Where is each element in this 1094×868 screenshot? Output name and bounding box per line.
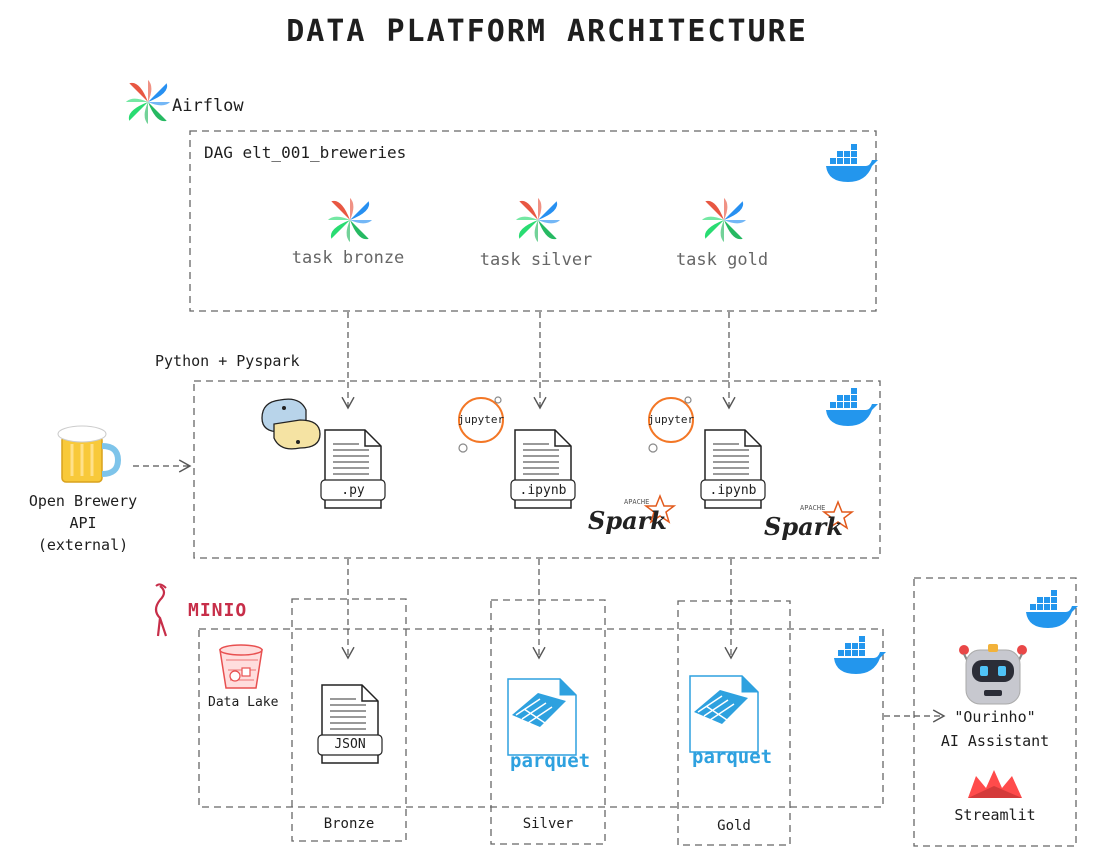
assistant-box [913, 577, 1077, 847]
jupyter-label-gold: jupyter [647, 413, 695, 426]
task-silver-icon [515, 197, 561, 243]
airflow-label: Airflow [172, 96, 244, 116]
diagram-title: DATA PLATFORM ARCHITECTURE [286, 14, 808, 49]
spark-label-gold: Spark [764, 512, 843, 541]
apache-label-gold: APACHE [800, 504, 826, 512]
minio-logo-icon [154, 583, 168, 637]
python-icon [261, 398, 321, 450]
task-gold-label: task gold [675, 250, 769, 270]
data-lake-label: Data Lake [208, 695, 279, 710]
source-line3: (external) [37, 536, 129, 554]
docker-icon-dag [826, 144, 878, 182]
spark-star-gold [821, 499, 855, 530]
py-file-label: .py [341, 483, 365, 498]
task-bronze-label: task bronze [291, 248, 405, 268]
ipynb-file-label-gold: .ipynb [709, 483, 757, 498]
assistant-name: "Ourinho" [954, 708, 1036, 726]
json-file-label: JSON [334, 737, 366, 752]
source-line2: API [69, 514, 97, 532]
storage-box [198, 628, 884, 808]
docker-icon-processing [826, 388, 878, 426]
docker-icon-storage [834, 636, 886, 674]
airflow-logo-icon [125, 79, 171, 125]
processing-label: Python + Pyspark [155, 352, 300, 370]
robot-icon [959, 644, 1027, 705]
spark-label-silver: Spark [588, 506, 667, 535]
silver-layer-label: Silver [522, 816, 574, 832]
dag-box [189, 130, 877, 312]
assistant-role: AI Assistant [940, 732, 1050, 750]
parquet-label-gold: parquet [692, 746, 773, 768]
beer-mug-icon [57, 425, 122, 483]
parquet-icon-silver [507, 678, 577, 756]
task-bronze-icon [327, 197, 373, 243]
ipynb-file-label-silver: .ipynb [519, 483, 567, 498]
apache-label-silver: APACHE [624, 498, 650, 506]
streamlit-icon [968, 770, 1022, 798]
parquet-label-silver: parquet [510, 750, 591, 772]
task-silver-label: task silver [479, 250, 593, 270]
bronze-layer-label: Bronze [323, 816, 375, 832]
processing-box [193, 380, 881, 559]
dag-label: DAG elt_001_breweries [204, 143, 407, 162]
bronze-layer-box [291, 598, 407, 842]
jupyter-label-silver: jupyter [457, 413, 505, 426]
jupyter-icon-silver [458, 396, 504, 453]
docker-icon-assistant [1026, 590, 1078, 628]
silver-layer-box [490, 599, 606, 845]
source-line1: Open Brewery [28, 492, 138, 510]
gold-layer-box [677, 600, 791, 846]
task-gold-icon [701, 197, 747, 243]
parquet-icon-gold [689, 675, 759, 753]
streamlit-label: Streamlit [954, 806, 1036, 824]
gold-layer-label: Gold [717, 818, 751, 834]
data-lake-bucket-icon [219, 644, 263, 689]
spark-star-silver [643, 493, 677, 524]
jupyter-icon-gold [648, 396, 694, 453]
minio-label: MINIO [188, 600, 248, 621]
